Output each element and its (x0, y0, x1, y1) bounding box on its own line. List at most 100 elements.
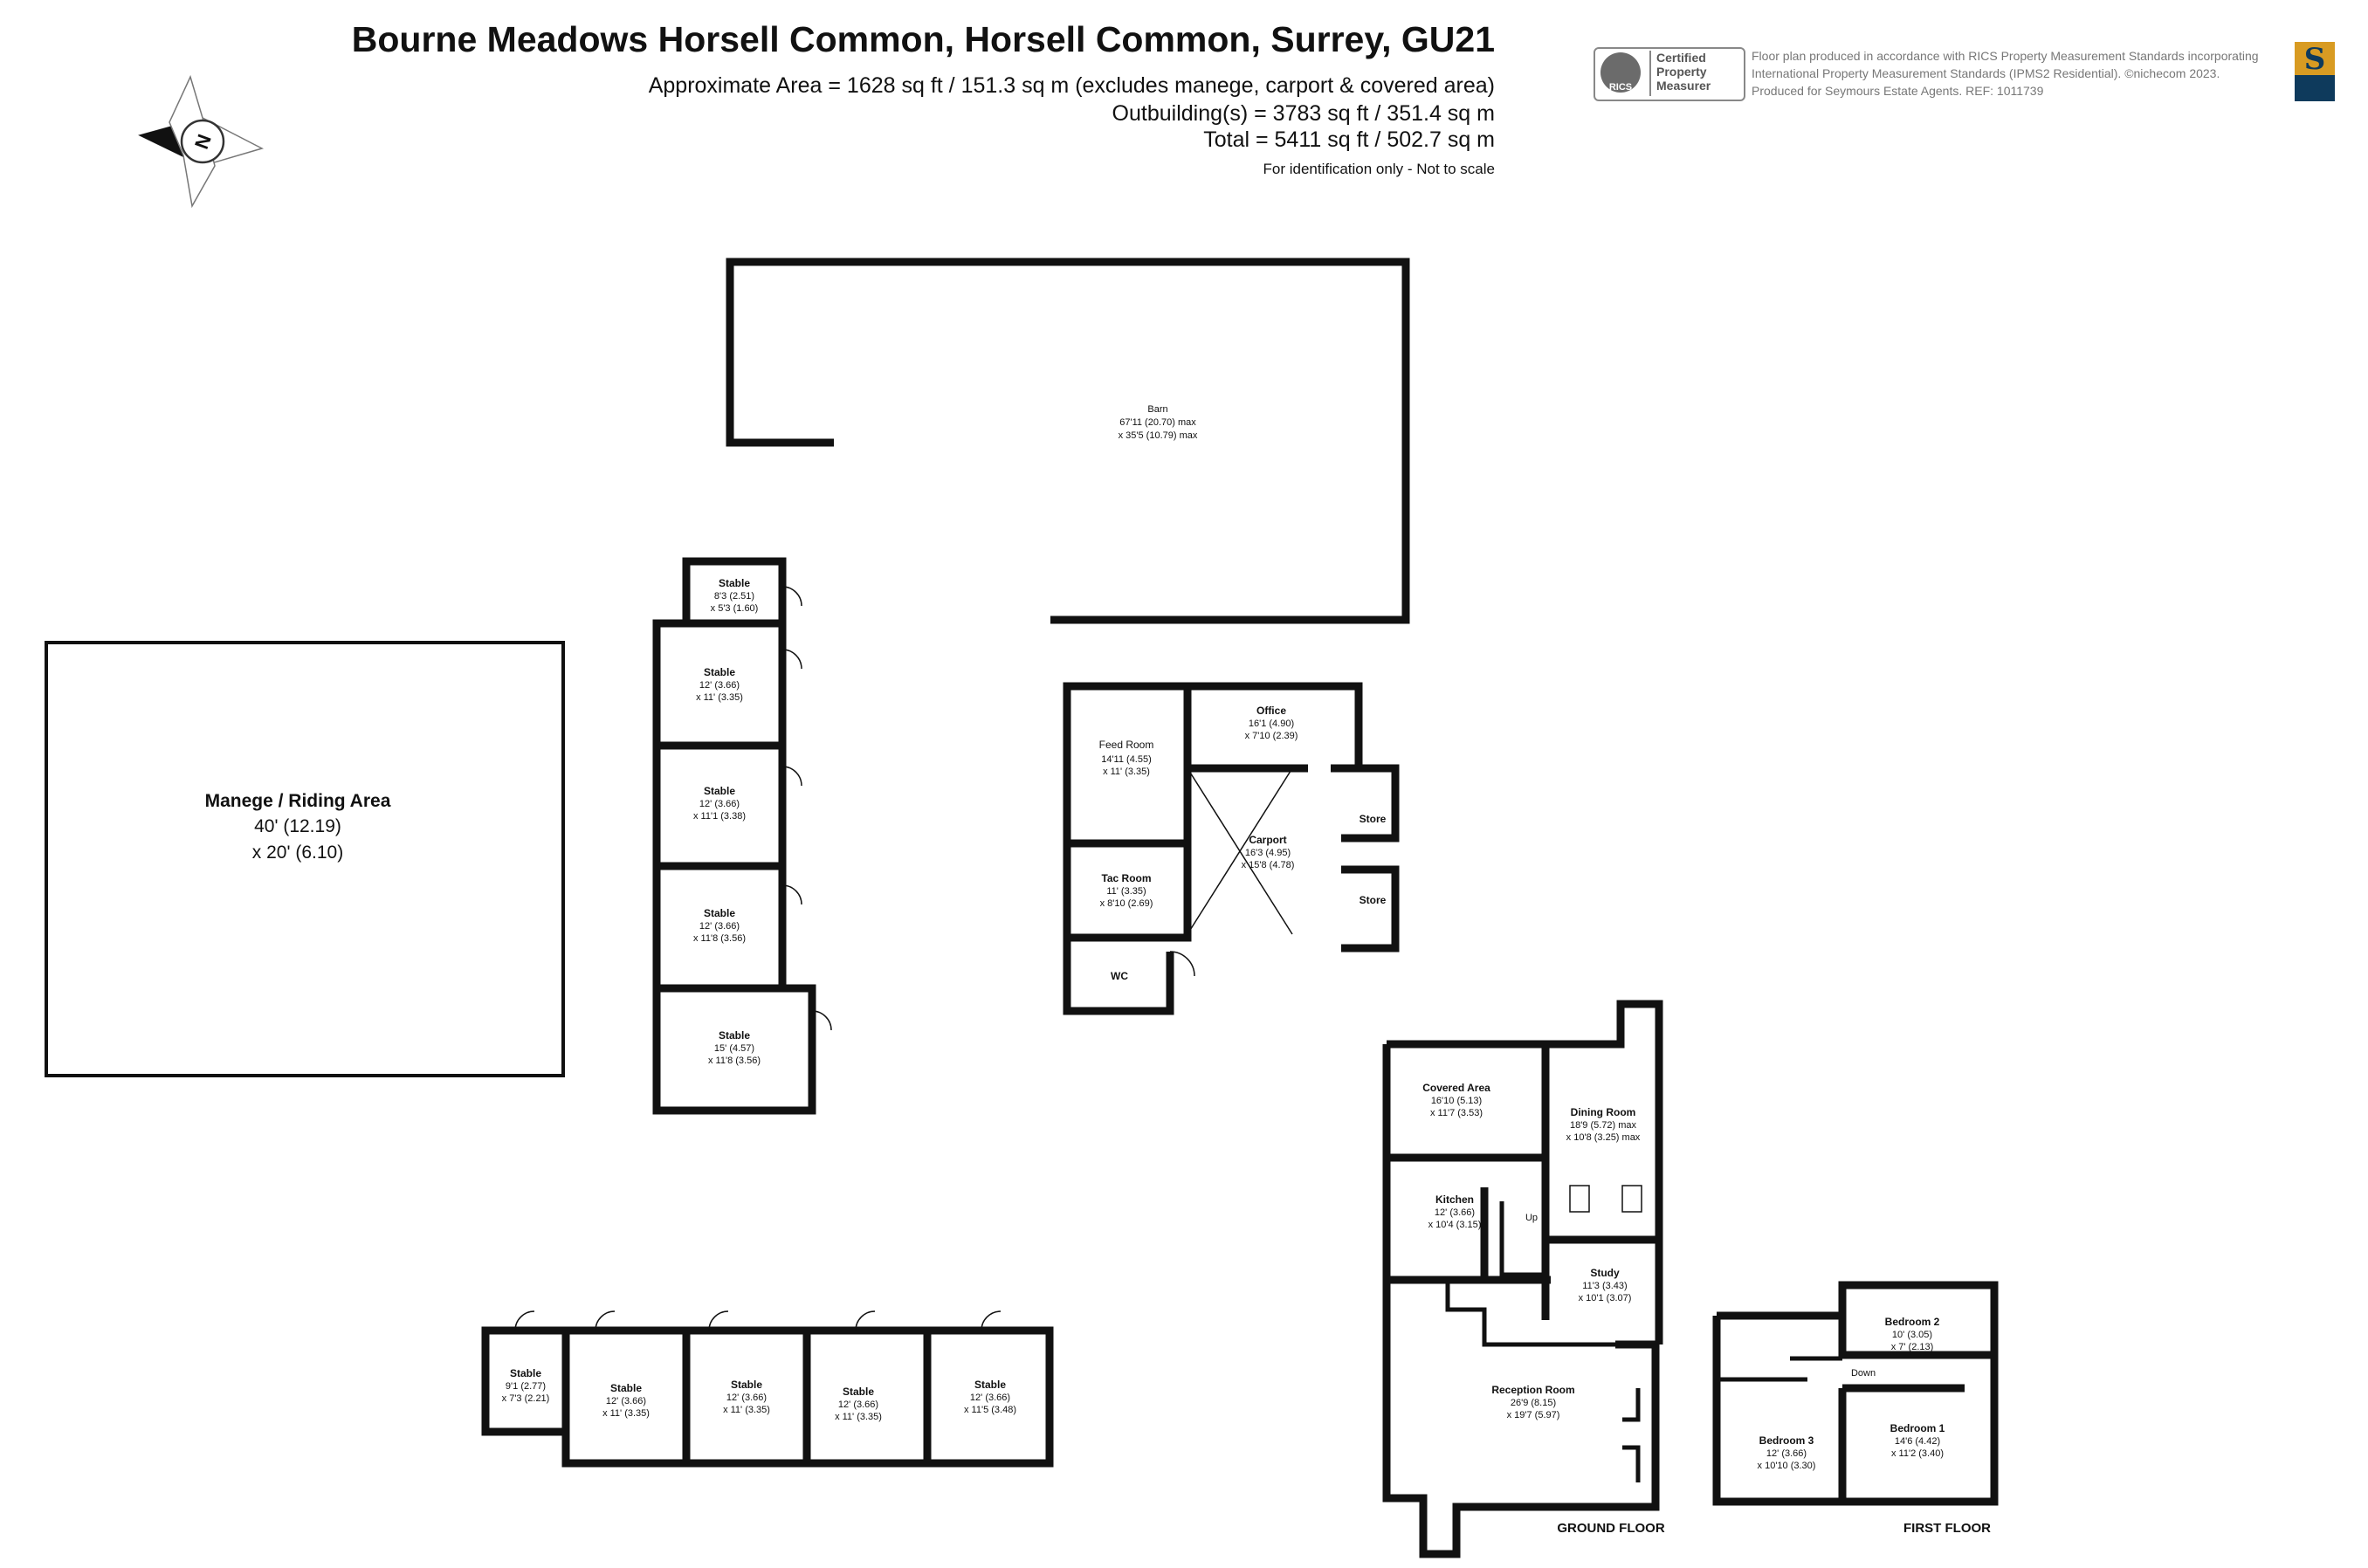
kitchen-dim-1: 12' (3.66) (1435, 1207, 1475, 1218)
rics-certification: Certified Property Measurer (1649, 51, 1744, 96)
dining-room-dim-2: x 10'8 (3.25) max (1566, 1132, 1641, 1143)
stable-j-name: Stable (974, 1379, 1006, 1391)
stable-c-dim-2: x 11'1 (3.38) (693, 811, 746, 822)
disclaimer: Floor plan produced in accordance with R… (1752, 47, 2293, 100)
store-2-name: Store (1360, 894, 1387, 906)
ground-floor-label: GROUND FLOOR (1557, 1521, 1664, 1536)
first-floor-label: FIRST FLOOR (1903, 1521, 1991, 1536)
tac-room-dim-2: x 8'10 (2.69) (1100, 898, 1153, 909)
office-name: Office (1256, 705, 1286, 717)
bedroom3-dim-1: 12' (3.66) (1766, 1448, 1807, 1459)
stable-a-name: Stable (719, 577, 750, 589)
carport-name: Carport (1249, 834, 1286, 846)
stable-e-dim-2: x 11'8 (3.56) (708, 1056, 761, 1066)
stable-block-west: Stable 8'3 (2.51) x 5'3 (1.60) Stable 12… (652, 557, 832, 1115)
ground-floor-plan: Covered Area 16'10 (5.13) x 11'7 (3.53) … (1382, 1000, 1665, 1558)
bedroom3-name: Bedroom 3 (1759, 1434, 1814, 1447)
property-title: Bourne Meadows Horsell Common, Horsell C… (351, 19, 1495, 59)
barn-dim-1: 67'11 (20.70) max (1119, 417, 1196, 428)
reception-room-dim-1: 26'9 (8.15) (1511, 1398, 1556, 1408)
agent-logo: S (2295, 42, 2335, 101)
area-summary: Approximate Area = 1628 sq ft / 151.3 sq… (648, 73, 1495, 98)
stable-a-dim-2: x 5'3 (1.60) (711, 603, 759, 614)
stable-e-name: Stable (719, 1029, 750, 1042)
rics-line-2: Property (1656, 65, 1707, 79)
barn-name: Barn (1147, 404, 1167, 415)
stable-a-dim-1: 8'3 (2.51) (714, 591, 754, 602)
stable-block-south: Stable 9'1 (2.77) x 7'3 (2.21) Stable 12… (481, 1310, 1054, 1468)
covered-area-name: Covered Area (1422, 1082, 1490, 1094)
study-dim-2: x 10'1 (3.07) (1579, 1293, 1632, 1303)
stable-c-name: Stable (704, 785, 735, 797)
stable-j-dim-2: x 11'5 (3.48) (964, 1405, 1016, 1415)
bedroom2-name: Bedroom 2 (1885, 1316, 1940, 1328)
stable-f-name: Stable (510, 1367, 541, 1379)
office-dim-2: x 7'10 (2.39) (1245, 731, 1298, 741)
bedroom2-dim-2: x 7' (2.13) (1891, 1342, 1934, 1352)
stable-h-dim-1: 12' (3.66) (726, 1393, 767, 1403)
carport-dim-1: 16'3 (4.95) (1245, 848, 1291, 858)
stable-b-dim-1: 12' (3.66) (699, 680, 740, 691)
first-floor-plan: Bedroom 2 10' (3.05) x 7' (2.13) Down Be… (1712, 1281, 1999, 1536)
stable-g-dim-1: 12' (3.66) (606, 1396, 646, 1406)
reception-room-name: Reception Room (1491, 1384, 1574, 1396)
stairs-down-label: Down (1851, 1368, 1876, 1379)
total-area: Total = 5411 sq ft / 502.7 sq m (1203, 127, 1495, 152)
bedroom2-dim-1: 10' (3.05) (1892, 1330, 1932, 1340)
store-1-name: Store (1360, 813, 1387, 825)
disclaimer-line-3: Produced for Seymours Estate Agents. REF… (1752, 84, 2044, 98)
stable-i-dim-1: 12' (3.66) (838, 1400, 878, 1410)
stable-h-dim-2: x 11' (3.35) (723, 1405, 770, 1415)
stable-f-dim-1: 9'1 (2.77) (506, 1381, 546, 1392)
covered-area-dim-2: x 11'7 (3.53) (1430, 1108, 1483, 1118)
feed-room-name: Feed Room (1099, 739, 1154, 751)
kitchen-dim-2: x 10'4 (3.15) (1428, 1220, 1482, 1230)
rics-logo-icon: RICS (1600, 52, 1641, 93)
manege: Manege / Riding Area 40' (12.19) x 20' (… (45, 641, 565, 1077)
stable-g-name: Stable (610, 1382, 642, 1394)
agent-logo-letter: S (2295, 42, 2335, 77)
reception-room-dim-2: x 19'7 (5.97) (1507, 1410, 1560, 1420)
disclaimer-line-2: International Property Measurement Stand… (1752, 66, 2220, 80)
stable-c-dim-1: 12' (3.66) (699, 799, 740, 809)
stairs-up-label: Up (1525, 1213, 1538, 1223)
carport-dim-2: x 15'8 (4.78) (1242, 860, 1295, 870)
wc-name: WC (1111, 970, 1128, 982)
feed-room-dim-1: 14'11 (4.55) (1101, 754, 1152, 765)
bedroom3-dim-2: x 10'10 (3.30) (1758, 1461, 1816, 1471)
barn-dim-2: x 35'5 (10.79) max (1119, 430, 1198, 441)
outbuilding-area: Outbuilding(s) = 3783 sq ft / 351.4 sq m (1112, 101, 1495, 126)
barn: Barn 67'11 (20.70) max x 35'5 (10.79) ma… (726, 258, 1410, 624)
rics-label: RICS (1608, 82, 1633, 93)
study-dim-1: 11'3 (3.43) (1582, 1281, 1627, 1291)
manege-name: Manege / Riding Area (205, 791, 391, 811)
bedroom1-name: Bedroom 1 (1890, 1422, 1945, 1434)
compass-icon: N (137, 74, 265, 209)
stable-j-dim-1: 12' (3.66) (970, 1393, 1010, 1403)
stable-i-dim-2: x 11' (3.35) (835, 1412, 882, 1422)
covered-area-dim-1: 16'10 (5.13) (1431, 1096, 1482, 1106)
stable-e-dim-1: 15' (4.57) (714, 1043, 754, 1054)
stable-g-dim-2: x 11' (3.35) (602, 1408, 650, 1419)
stable-d-dim-1: 12' (3.66) (699, 921, 740, 932)
outbuilding-cluster: Office 16'1 (4.90) x 7'10 (2.39) Feed Ro… (1063, 682, 1400, 1015)
stable-d-dim-2: x 11'8 (3.56) (693, 933, 746, 944)
disclaimer-line-1: Floor plan produced in accordance with R… (1752, 49, 2259, 63)
stable-b-name: Stable (704, 666, 735, 678)
stable-f-dim-2: x 7'3 (2.21) (502, 1393, 550, 1404)
bedroom1-dim-2: x 11'2 (3.40) (1891, 1448, 1944, 1459)
stable-i-name: Stable (843, 1386, 874, 1398)
rics-line-3: Measurer (1656, 79, 1711, 93)
dining-room-dim-1: 18'9 (5.72) max (1570, 1120, 1637, 1131)
rics-line-1: Certified (1656, 51, 1706, 65)
stable-b-dim-2: x 11' (3.35) (696, 692, 743, 703)
dining-room-name: Dining Room (1571, 1106, 1636, 1118)
bedroom1-dim-1: 14'6 (4.42) (1895, 1436, 1940, 1447)
scale-note: For identification only - Not to scale (1263, 161, 1495, 177)
tac-room-name: Tac Room (1101, 872, 1151, 884)
stable-h-name: Stable (731, 1379, 762, 1391)
manege-dim-2: x 20' (6.10) (252, 842, 343, 863)
study-name: Study (1590, 1267, 1620, 1279)
kitchen-name: Kitchen (1435, 1193, 1474, 1206)
